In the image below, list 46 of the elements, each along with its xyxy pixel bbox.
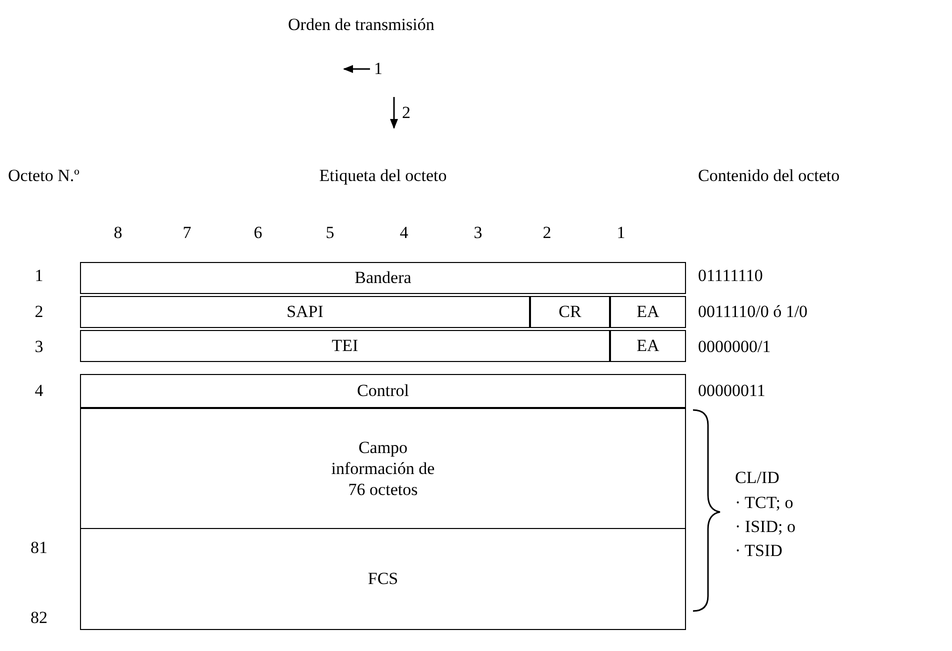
text-label: 4	[400, 222, 408, 244]
field-label: Bandera	[354, 267, 412, 289]
text-label: 2	[34, 301, 44, 323]
text-label: Orden de transmisión	[288, 14, 434, 36]
text-label: 82	[30, 607, 48, 629]
text-label: 01111110	[698, 265, 763, 287]
field-label: EA	[636, 335, 660, 357]
text-label: · TSID	[735, 540, 782, 562]
text-label: Etiqueta del octeto	[319, 165, 447, 187]
text-label: 1	[34, 265, 44, 287]
text-label: Contenido del octeto	[698, 165, 840, 187]
text-label: 5	[326, 222, 334, 244]
text-label: 6	[254, 222, 262, 244]
field-label: CR	[558, 301, 582, 323]
text-label: 81	[30, 537, 48, 559]
text-label: 8	[114, 222, 122, 244]
text-label: · TCT; o	[735, 492, 794, 514]
field-cell	[80, 528, 686, 630]
text-label: Octeto N.º	[8, 165, 80, 187]
field-label: Control	[357, 380, 409, 402]
field-cell	[80, 408, 686, 529]
field-cell	[80, 374, 686, 408]
text-label: 00000011	[698, 380, 766, 402]
text-label: CL/ID	[735, 467, 780, 489]
field-label: SAPI	[286, 301, 324, 323]
text-label: 2	[402, 102, 410, 124]
field-cell	[530, 296, 610, 328]
field-cell	[610, 330, 686, 362]
text-label: 0011110/0 ó 1/0	[698, 301, 808, 323]
field-cell	[80, 330, 610, 362]
text-label: 4	[34, 380, 44, 402]
text-label: 1	[374, 58, 382, 80]
text-label: 2	[542, 222, 552, 244]
field-label: Campo información de 76 octetos	[330, 436, 436, 500]
field-label: FCS	[368, 568, 398, 590]
field-label: TEI	[332, 335, 358, 357]
text-label: 3	[34, 336, 44, 358]
field-cell	[610, 296, 686, 328]
field-cell	[80, 296, 530, 328]
field-label: EA	[636, 301, 660, 323]
text-label: 1	[616, 222, 626, 244]
text-label: · ISID; o	[735, 516, 796, 538]
field-cell	[80, 262, 686, 294]
text-label: 7	[182, 222, 192, 244]
text-label: 0000000/1	[698, 336, 771, 358]
text-label: 3	[474, 222, 482, 244]
